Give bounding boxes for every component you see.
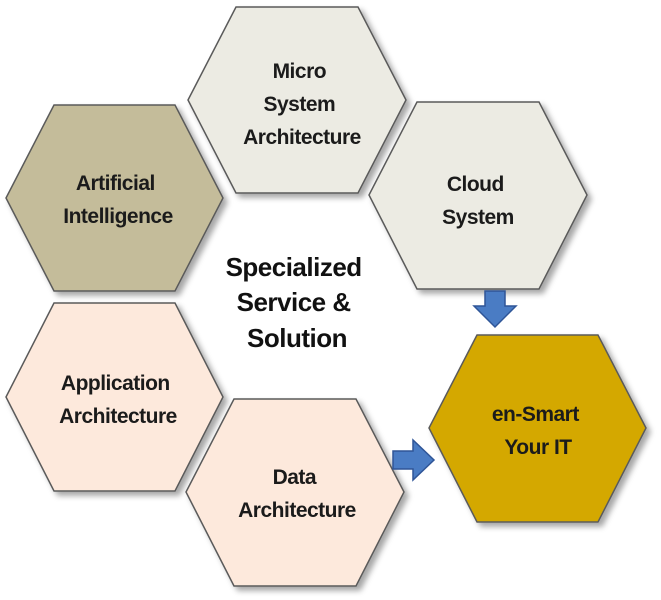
hexagon-shape xyxy=(428,334,647,523)
hexagon-application-architecture xyxy=(5,302,224,492)
hexagon-label-line: Application xyxy=(61,372,170,395)
hexagon-label: Application Architecture xyxy=(59,372,177,428)
hexagon-shape xyxy=(185,398,405,587)
hexagon-label: Cloud System xyxy=(442,173,514,229)
hexagon-label-line: en-Smart xyxy=(492,403,580,426)
hexagon-micro-system xyxy=(187,6,407,194)
hexagon-label: en-Smart Your IT xyxy=(492,403,584,459)
hexagon-label-line: Data xyxy=(273,466,317,489)
arrow-down-icon xyxy=(472,290,518,329)
hexagon-label-line: Architecture xyxy=(238,499,356,522)
hexagon-cloud-system xyxy=(368,101,588,290)
center-title-line: Specialized xyxy=(226,252,362,282)
hexagon-shape xyxy=(187,6,407,194)
hexagon-label-line: Artificial xyxy=(76,172,155,195)
hexagon-label-line: Cloud xyxy=(447,173,504,196)
hexagon-shape xyxy=(5,302,224,492)
hexagon-label: Artificial Intelligence xyxy=(63,172,173,228)
hexagon-label-line: System xyxy=(442,206,514,229)
hexagon-label-line: System xyxy=(263,93,335,116)
arrow-right-shape xyxy=(392,438,436,482)
center-title-line: Service & xyxy=(237,287,351,317)
hexagon-shape xyxy=(368,101,588,290)
hexagon-shape xyxy=(5,104,224,292)
hexagon-label: Micro System Architecture xyxy=(243,60,361,149)
hexagon-label-line: Your IT xyxy=(504,436,572,459)
hexagon-label-line: Architecture xyxy=(243,126,361,149)
hexagon-label-line: Micro xyxy=(273,60,327,83)
hexagon-label-line: Intelligence xyxy=(63,205,173,228)
hexagon-label: Data Architecture xyxy=(238,466,356,522)
hexagon-label-line: Architecture xyxy=(59,405,177,428)
hexagon-data-architecture xyxy=(185,398,405,587)
arrow-right-icon xyxy=(392,438,436,482)
arrow-down-shape xyxy=(472,290,518,329)
center-title-line: Solution xyxy=(247,323,347,353)
hexagon-artificial-intelligence xyxy=(5,104,224,292)
hexagon-en-smart xyxy=(428,334,647,523)
center-title: Specialized Service & Solution xyxy=(226,252,369,353)
